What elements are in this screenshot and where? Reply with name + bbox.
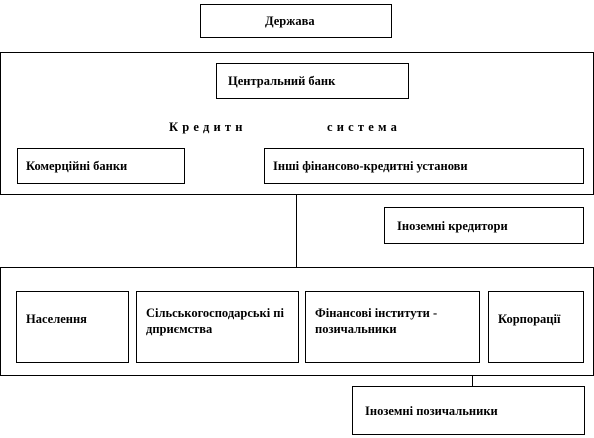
central-bank-box: Центральний банк [216,63,409,99]
commercial-banks-box: Комерційні банки [17,148,185,184]
financial-institutions-box: Фінансові інститути - позичальники [305,291,480,363]
population-label: Населення [26,312,87,326]
connector-to-foreign-borrowers [472,376,473,386]
foreign-borrowers-label: Іноземні позичальники [365,404,498,418]
agricultural-box: Сільськогосподарські підприємства [136,291,299,363]
state-box: Держава [200,4,392,38]
other-institutions-label: Інші фінансово-кредитні установи [273,159,468,173]
population-box: Населення [16,291,129,363]
state-label: Держава [265,14,315,28]
credit-word: Кредитн [169,120,247,134]
foreign-creditors-label: Іноземні кредитори [397,219,508,233]
agricultural-label: Сільськогосподарські підприємства [146,306,284,336]
corporations-box: Корпорації [488,291,584,363]
central-bank-label: Центральний банк [228,74,336,88]
corporations-label: Корпорації [498,312,561,326]
connector-system-to-borrowers [296,195,297,267]
system-word: система [327,120,402,134]
commercial-banks-label: Комерційні банки [26,159,128,173]
other-institutions-box: Інші фінансово-кредитні установи [264,148,584,184]
foreign-creditors-box: Іноземні кредитори [384,207,584,244]
financial-institutions-label: Фінансові інститути - позичальники [315,306,438,336]
foreign-borrowers-box: Іноземні позичальники [352,386,585,435]
